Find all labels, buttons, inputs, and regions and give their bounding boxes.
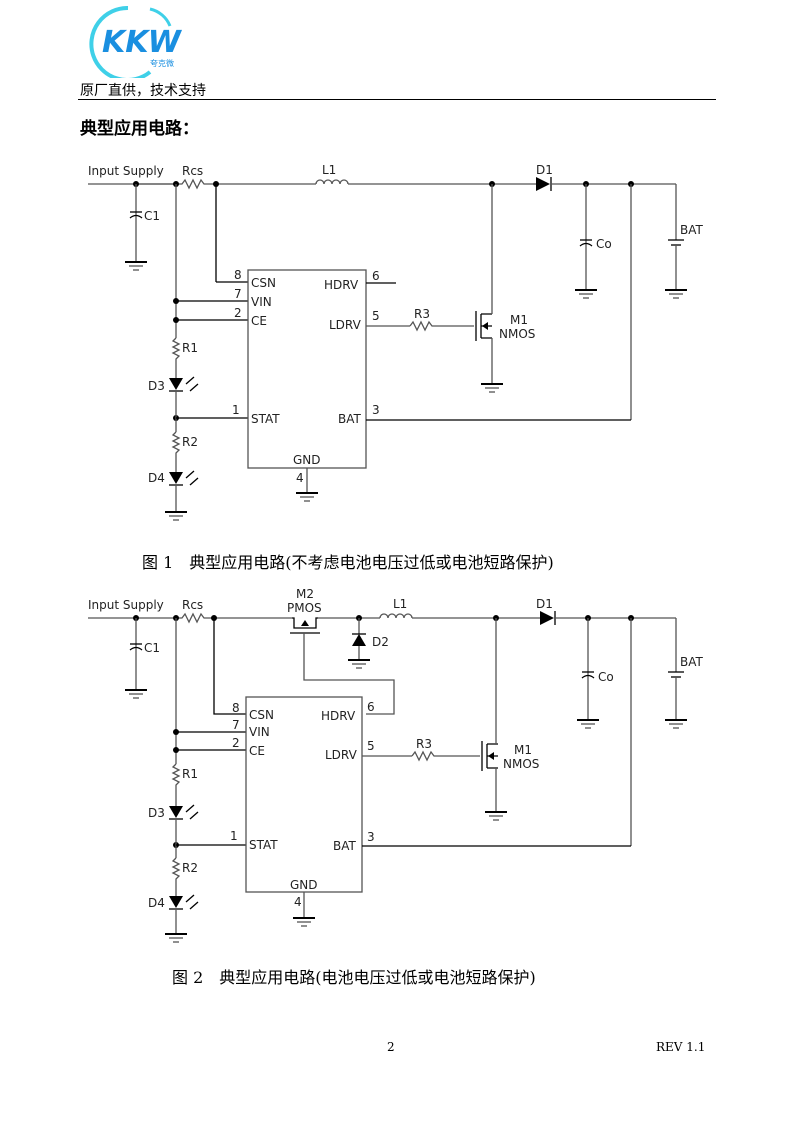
pin-name: LDRV <box>325 748 358 762</box>
logo-subtext: 夸克微 <box>150 58 174 68</box>
pin-name: CE <box>249 744 265 758</box>
label-bat: BAT <box>680 223 704 237</box>
pin-num: 5 <box>372 309 380 323</box>
logo-text: KKW <box>102 25 183 60</box>
pin-num: 5 <box>367 739 375 753</box>
pin-name: CSN <box>251 276 276 290</box>
label-d1: D1 <box>536 597 553 611</box>
label-d4: D4 <box>148 896 165 910</box>
label-r3: R3 <box>416 737 432 751</box>
pin-num: 1 <box>232 403 240 417</box>
schematic-figure-2: M2 PMOS Input Supply Rcs L1 D1 D2 C1 R1 … <box>88 587 704 943</box>
pin-num: 6 <box>372 269 380 283</box>
label-co: Co <box>598 670 614 684</box>
pin-name: BAT <box>333 839 357 853</box>
label-bat: BAT <box>680 655 704 669</box>
pin-name: STAT <box>249 838 278 852</box>
rcs-resistor <box>176 178 216 190</box>
pin-name: CE <box>251 314 267 328</box>
pin-num: 3 <box>372 403 380 417</box>
label-l1: L1 <box>393 597 407 611</box>
label-m1-type: NMOS <box>503 757 539 771</box>
label-d2: D2 <box>372 635 389 649</box>
label-r2: R2 <box>182 435 198 449</box>
label-m1-type: NMOS <box>499 327 535 341</box>
pin-num: 8 <box>234 268 242 282</box>
pin-name: GND <box>290 878 318 892</box>
label-input-supply: Input Supply <box>88 164 164 178</box>
label-m1: M1 <box>514 743 532 757</box>
pin-name: BAT <box>338 412 362 426</box>
pin-name: CSN <box>249 708 274 722</box>
pin-num: 2 <box>232 736 240 750</box>
pin-num: 1 <box>230 829 238 843</box>
label-c1: C1 <box>144 209 160 223</box>
label-co: Co <box>596 237 612 251</box>
header-tagline: 原厂直供，技术支持 <box>80 83 206 99</box>
label-l1: L1 <box>322 163 336 177</box>
d1-diode <box>536 177 550 191</box>
label-c1: C1 <box>144 641 160 655</box>
label-r2: R2 <box>182 861 198 875</box>
page-number: 2 <box>387 1040 395 1054</box>
label-m2-type: PMOS <box>287 601 322 615</box>
section-title: 典型应用电路： <box>80 119 199 139</box>
header-divider <box>78 99 716 100</box>
label-input-supply: Input Supply <box>88 598 164 612</box>
pin-name: GND <box>293 453 321 467</box>
pin-name: VIN <box>251 295 272 309</box>
pin-name: LDRV <box>329 318 362 332</box>
label-d4: D4 <box>148 471 165 485</box>
logo-swoosh <box>89 6 152 78</box>
pin-num: 2 <box>234 306 242 320</box>
schematic-figure-1: Input Supply Rcs L1 D1 C1 R1 D3 R2 D4 8 … <box>88 163 704 521</box>
label-d3: D3 <box>148 806 165 820</box>
d3-led <box>169 378 183 390</box>
revision-label: REV 1.1 <box>656 1040 706 1054</box>
label-r1: R1 <box>182 341 198 355</box>
label-rcs: Rcs <box>182 598 203 612</box>
pin-name: STAT <box>251 412 280 426</box>
figure-1-caption: 图 1 典型应用电路(不考虑电池电压过低或电池短路保护) <box>142 553 554 572</box>
label-d1: D1 <box>536 163 553 177</box>
label-r3: R3 <box>414 307 430 321</box>
pin-name: VIN <box>249 725 270 739</box>
pin-num: 6 <box>367 700 375 714</box>
pin-name: HDRV <box>321 709 356 723</box>
figure-2-caption: 图 2 典型应用电路(电池电压过低或电池短路保护) <box>172 968 536 987</box>
label-rcs: Rcs <box>182 164 203 178</box>
logo-swoosh-top <box>149 7 172 27</box>
d4-led <box>169 472 183 484</box>
pin-name: HDRV <box>324 278 359 292</box>
pin-num: 4 <box>296 471 304 485</box>
pin-num: 4 <box>294 895 302 909</box>
pin-num: 7 <box>232 718 240 732</box>
pin-num: 7 <box>234 287 242 301</box>
kkw-logo: KKW 夸克微 <box>89 6 183 78</box>
label-d3: D3 <box>148 379 165 393</box>
label-m2: M2 <box>296 587 314 601</box>
label-r1: R1 <box>182 767 198 781</box>
pin-num: 8 <box>232 701 240 715</box>
pin-num: 3 <box>367 830 375 844</box>
l1-inductor <box>315 179 349 185</box>
label-m1: M1 <box>510 313 528 327</box>
